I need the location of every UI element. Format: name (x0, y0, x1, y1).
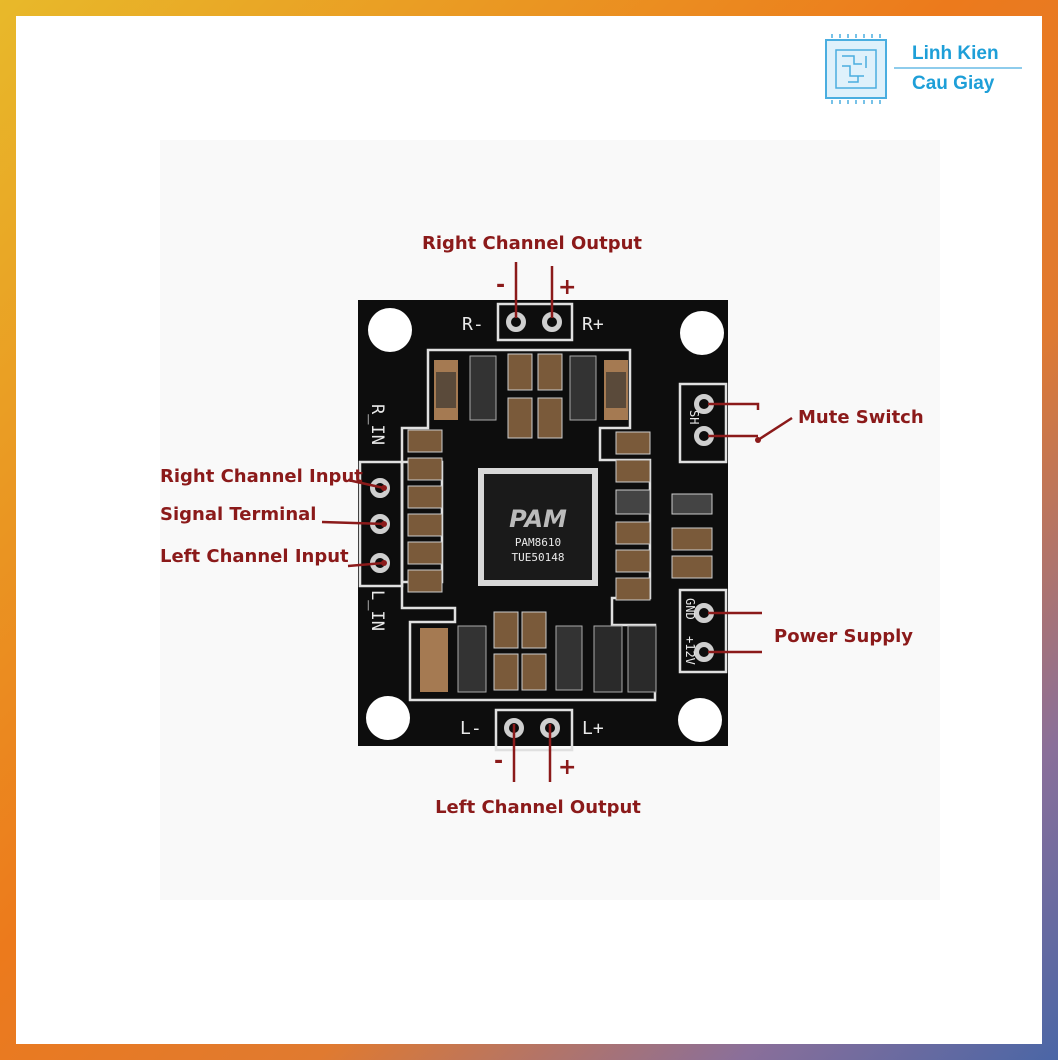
label-left-channel-input: Left Channel Input (160, 546, 349, 567)
chip-code: TUE50148 (512, 551, 565, 564)
silk-12v: +12V (683, 636, 697, 665)
chip-logo: PAM (509, 505, 567, 533)
brand-line-1: Linh Kien (912, 43, 999, 64)
label-left-plus: + (558, 755, 576, 780)
callout-dot (755, 437, 761, 443)
label-right-channel-input: Right Channel Input (160, 466, 363, 487)
label-signal-terminal: Signal Terminal (160, 504, 316, 525)
silk-l-in: L_IN (367, 590, 387, 631)
label-right-channel-output: Right Channel Output (422, 233, 642, 254)
label-mute-switch: Mute Switch (798, 407, 924, 428)
label-right-plus: + (558, 275, 576, 300)
label-right-minus: - (496, 273, 505, 298)
module-diagram: Linh Kien Cau Giay (160, 34, 1022, 900)
circuit-chip-icon (825, 34, 887, 104)
mount-hole (368, 308, 412, 352)
mount-hole (680, 311, 724, 355)
brand-logo: Linh Kien Cau Giay (825, 34, 1022, 104)
mount-hole (366, 696, 410, 740)
silk-sh: SH (687, 410, 701, 424)
label-left-channel-output: Left Channel Output (435, 797, 641, 818)
silk-gnd: GND (683, 598, 697, 620)
pam8610-chip: PAM PAM8610 TUE50148 (478, 468, 598, 586)
callout-lines (321, 262, 793, 782)
image-canvas: Linh Kien Cau Giay (16, 16, 1042, 1044)
pcb-board: PAM PAM8610 TUE50148 (358, 300, 728, 752)
silk-l-minus: L- (460, 718, 482, 739)
callout-dot (381, 521, 387, 527)
silk-r-minus: R- (462, 314, 484, 335)
smd-components (407, 353, 713, 693)
brand-line-2: Cau Giay (912, 73, 995, 94)
callout-dot (381, 485, 387, 491)
callout-dot (381, 560, 387, 566)
silk-r-plus: R+ (582, 314, 604, 335)
silk-r-in: R_IN (367, 404, 387, 445)
mount-hole (678, 698, 722, 742)
label-left-minus: - (494, 749, 503, 774)
label-power-supply: Power Supply (774, 626, 913, 647)
silk-l-plus: L+ (582, 718, 604, 739)
chip-model: PAM8610 (515, 536, 561, 549)
